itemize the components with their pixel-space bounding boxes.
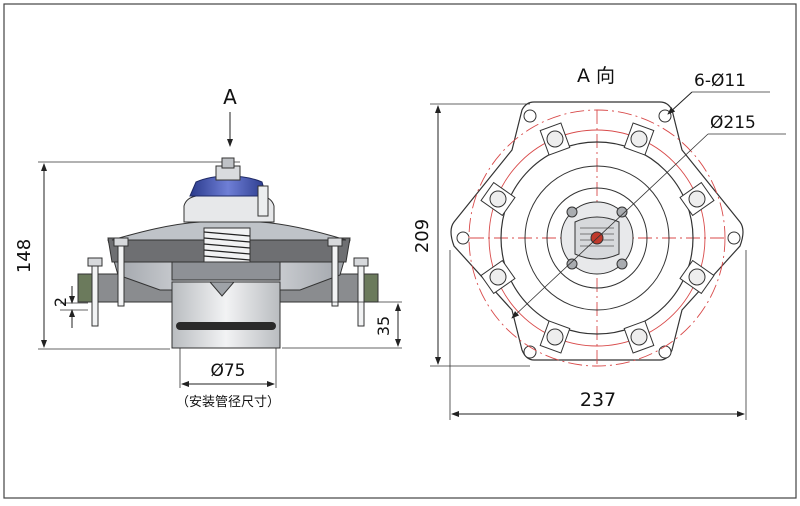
bolt-left-inner xyxy=(113,237,129,307)
clamp-bolt-4 xyxy=(679,181,715,217)
ear-hole-1 xyxy=(523,109,537,123)
clamp-bolt-8 xyxy=(623,320,655,354)
valve-seat xyxy=(208,281,236,297)
o-ring xyxy=(176,322,276,330)
body-rim xyxy=(500,141,694,335)
bolt-holes-label: 6-Ø11 xyxy=(694,71,746,91)
outlet-stub xyxy=(171,281,281,349)
drawing-frame xyxy=(3,3,797,499)
view-marker-label: A xyxy=(223,85,237,109)
pilot-stem xyxy=(221,157,235,169)
clamp-bolt-7 xyxy=(539,320,571,354)
side-view: A xyxy=(14,85,402,410)
dim-label-35: 35 xyxy=(374,316,393,336)
clamp-bolt-1 xyxy=(539,122,571,156)
cap-screw-4 xyxy=(616,258,628,270)
seat-ring xyxy=(171,261,281,281)
cap-screw-2 xyxy=(616,206,628,218)
bolt-circle-label: Ø215 xyxy=(710,113,756,133)
dim-label-237: 237 xyxy=(580,389,616,411)
clamp-bolt-3 xyxy=(480,181,516,217)
ear-hole-2 xyxy=(658,109,672,123)
clamp-bolt-2 xyxy=(623,122,655,156)
ear-hole-4 xyxy=(727,231,741,245)
clamp-bolt-5 xyxy=(480,259,516,295)
cap-screw-1 xyxy=(566,206,578,218)
spring xyxy=(203,227,251,263)
front-view: A 向 6- xyxy=(412,65,786,420)
bolt-left xyxy=(87,257,103,327)
ear-hole-6 xyxy=(658,345,672,359)
right-clamp xyxy=(363,273,379,303)
left-clamp xyxy=(77,273,93,303)
cap-rim xyxy=(546,187,648,289)
bolt-holes-leader xyxy=(667,91,693,115)
pipe-note: （安装管径尺寸） xyxy=(176,395,280,410)
bolt-circle-leader xyxy=(511,133,709,319)
cap-screw-3 xyxy=(566,258,578,270)
ear-hole-5 xyxy=(523,345,537,359)
bolt-right xyxy=(353,257,369,327)
ear-hole-3 xyxy=(456,231,470,245)
bolt-right-inner xyxy=(327,237,343,307)
dim-label-209: 209 xyxy=(412,219,433,253)
clamp-bolt-6 xyxy=(679,259,715,295)
view-title: A 向 xyxy=(577,65,615,87)
dim-label-75: Ø75 xyxy=(210,361,245,381)
body-inner-rim xyxy=(524,165,670,311)
dim-label-2: 2 xyxy=(51,297,70,307)
dim-label-148: 148 xyxy=(14,239,35,273)
bonnet-screw xyxy=(257,185,269,217)
